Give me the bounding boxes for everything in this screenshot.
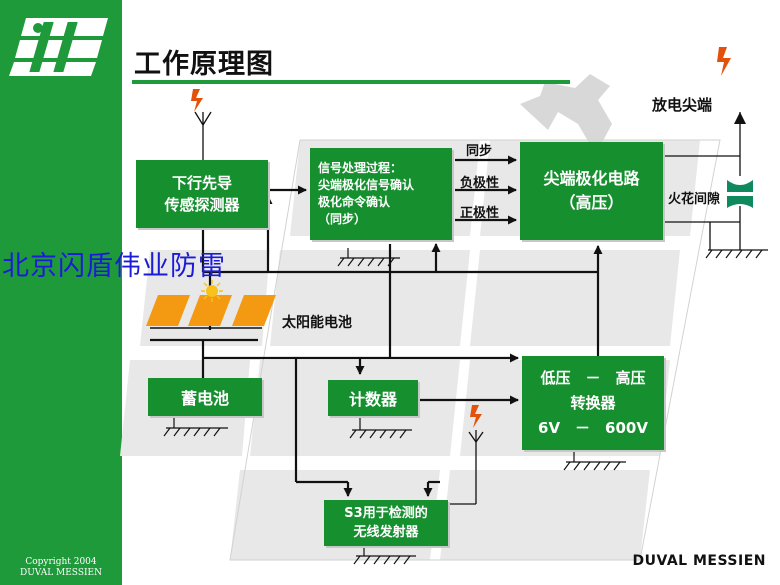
signal-line-4: （同步） xyxy=(318,212,367,226)
polarization-circuit-box: 尖端极化电路 （高压） xyxy=(520,142,663,240)
copyright-line-1: Copyright 2004 xyxy=(25,557,97,567)
negative-polarity-label: 负极性 xyxy=(460,176,500,191)
company-logo xyxy=(9,18,108,76)
sensor-line-1: 下行先导 xyxy=(171,174,232,192)
sync-label: 同步 xyxy=(466,144,493,159)
lightning-icon xyxy=(470,405,482,428)
battery-label: 蓄电池 xyxy=(180,389,229,408)
lightning-icon xyxy=(717,47,731,76)
transmitter-box: S3用于检测的 无线发射器 xyxy=(324,500,448,546)
converter-line-2: 转换器 xyxy=(570,393,616,412)
lightning-icon xyxy=(191,89,203,112)
signal-line-3: 极化命令确认 xyxy=(318,195,391,209)
sensor-antenna xyxy=(194,111,212,160)
ground-symbols xyxy=(163,248,768,565)
converter-line-3: 6V － 600V xyxy=(538,418,648,437)
solar-panel-icon xyxy=(146,295,276,329)
signal-line-2: 尖端极化信号确认 xyxy=(318,178,415,192)
transmitter-line-2: 无线发射器 xyxy=(353,525,419,540)
spark-gap-icon xyxy=(727,180,753,208)
solar-cell-label: 太阳能电池 xyxy=(282,315,352,331)
signal-line-1: 信号处理过程： xyxy=(318,161,403,175)
counter-box: 计数器 xyxy=(328,380,418,416)
watermark: 北京闪盾伟业防雷 xyxy=(2,251,226,282)
page-title: 工作原理图 xyxy=(134,49,274,80)
copyright: Copyright 2004 DUVAL MESSIEN xyxy=(0,557,122,579)
transmitter-antenna xyxy=(448,430,484,505)
title-underline xyxy=(132,80,570,84)
polar-line-2: （高压） xyxy=(559,193,624,212)
discharge-tip-label: 放电尖端 xyxy=(652,96,713,114)
counter-label: 计数器 xyxy=(348,390,397,409)
spark-gap-label: 火花间隙 xyxy=(668,192,721,207)
sun-icon xyxy=(201,280,223,302)
transmitter-line-1: S3用于检测的 xyxy=(344,506,428,521)
brand-name: DUVAL MESSIEN xyxy=(632,553,766,569)
positive-polarity-label: 正极性 xyxy=(460,206,500,221)
sidebar: Copyright 2004 DUVAL MESSIEN xyxy=(0,0,122,585)
sensor-line-2: 传感探测器 xyxy=(164,196,240,214)
sensor-box: 下行先导 传感探测器 xyxy=(136,160,268,228)
converter-line-1: 低压 － 高压 xyxy=(540,368,646,387)
polar-line-1: 尖端极化电路 xyxy=(543,169,640,188)
signal-processing-box: 信号处理过程： 尖端极化信号确认 极化命令确认 （同步） xyxy=(310,148,452,240)
battery-box: 蓄电池 xyxy=(148,378,262,416)
converter-box: 低压 － 高压 转换器 6V － 600V xyxy=(522,356,664,450)
copyright-line-2: DUVAL MESSIEN xyxy=(20,568,102,578)
